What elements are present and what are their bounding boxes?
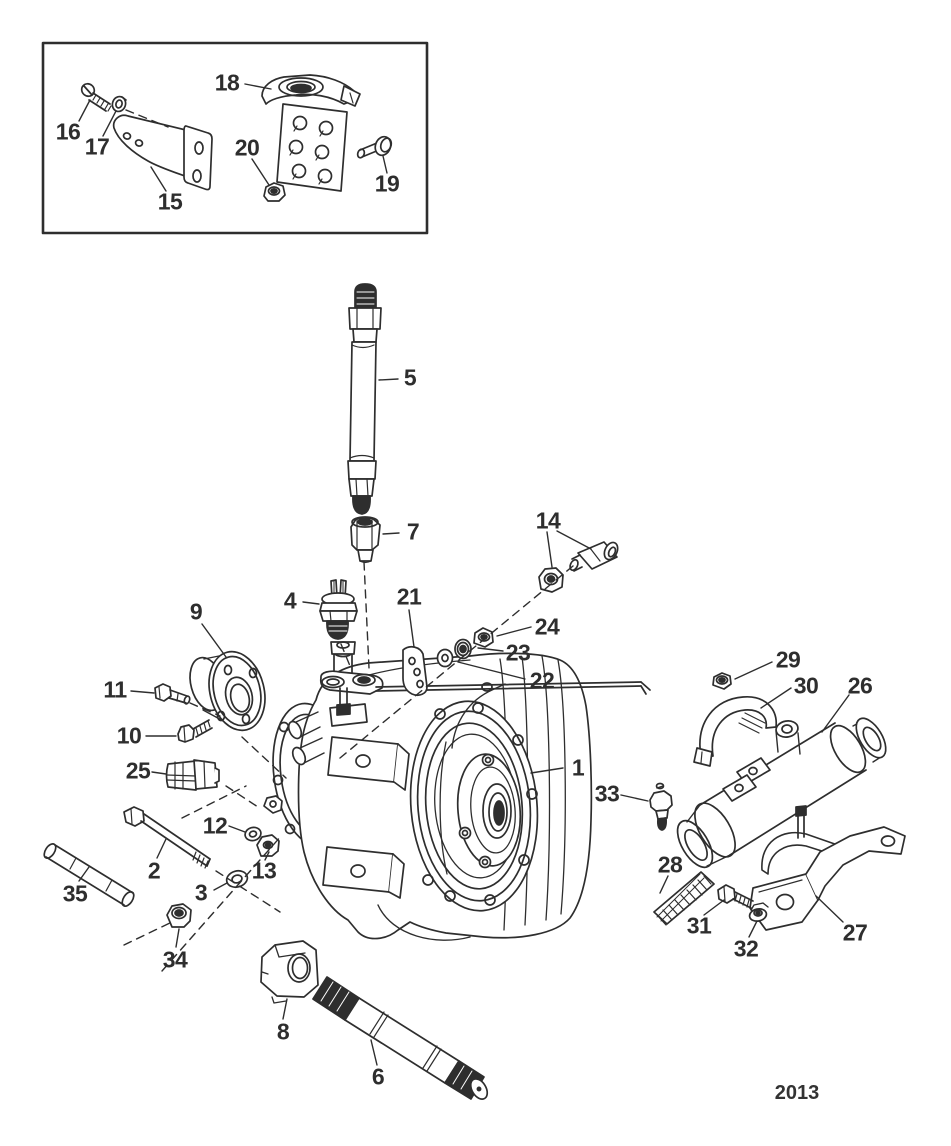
part-8-elbow-connector [260, 940, 319, 1004]
part-29-nut [712, 672, 732, 690]
part-18-bracket-with-clamp [261, 74, 361, 192]
part-30-clamp [693, 696, 777, 767]
leader-lines [78, 83, 850, 1066]
part-21-bracket [402, 645, 428, 697]
part-11-bolt [154, 683, 191, 705]
part-35-stud [43, 843, 135, 907]
part-25-plug [165, 759, 220, 791]
part-34-nut [166, 903, 192, 928]
part-4-sensor [319, 579, 358, 640]
inset-box [41, 41, 429, 235]
part-1-transmission-housing [263, 641, 651, 941]
part-5-fluid-tube [347, 283, 382, 515]
part-10-bolt [177, 719, 213, 743]
part-27-bracket [749, 805, 906, 931]
assembly-axis-lines [123, 109, 574, 972]
part-31-bolt [717, 884, 754, 909]
part-3-washer [225, 869, 249, 889]
part-17-lock-washer [111, 95, 127, 113]
part-14-elbow-fitting [538, 541, 619, 593]
part-13-nut [256, 834, 280, 857]
part-15-bracket [112, 114, 213, 191]
part-22-washer [436, 648, 454, 668]
part-23-washer [454, 638, 472, 660]
part-20-nut [263, 182, 286, 202]
part-19-bolt [356, 135, 393, 159]
part-16-screw [80, 82, 112, 112]
part-32-nut [748, 902, 769, 922]
part-6-threaded-tube [312, 976, 489, 1100]
year-label: 2013 [774, 1082, 820, 1104]
part-28-hose-section [653, 871, 715, 926]
part-24-nut [473, 627, 494, 648]
part-7-fitting [350, 516, 381, 564]
part-2-bolt [123, 806, 211, 869]
part-26-cooler [676, 717, 887, 869]
part-9-flange [189, 650, 266, 732]
part-12-washer [244, 826, 262, 842]
part-33-sensor [649, 782, 673, 831]
